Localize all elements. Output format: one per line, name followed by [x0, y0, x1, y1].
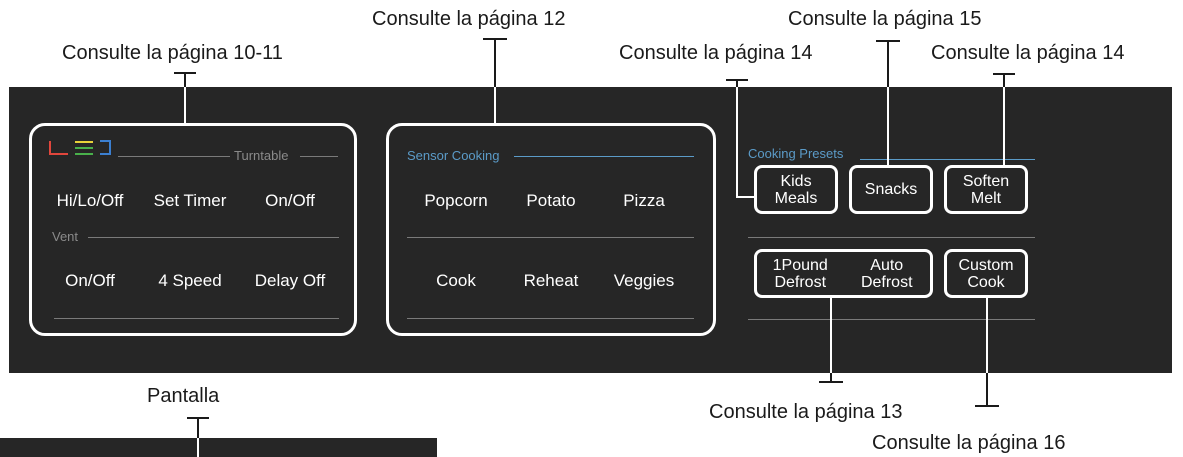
- turntable-label: Turntable: [234, 148, 289, 163]
- callout-pantalla: Pantalla: [147, 385, 220, 407]
- custom-cook-button[interactable]: Custom Cook: [944, 249, 1028, 298]
- sensor-cooking-group: Sensor Cooking Popcorn Potato Pizza Cook…: [386, 123, 716, 336]
- turntable-on-off-button[interactable]: On/Off: [265, 191, 315, 210]
- callout-page-13: Consulte la página 13: [709, 401, 903, 423]
- led-vent-group: Turntable Hi/Lo/Off Set Timer On/Off Ven…: [29, 123, 357, 336]
- callout-page-12: Consulte la página 12: [372, 8, 566, 30]
- auto-defrost-button[interactable]: Auto Defrost: [860, 256, 913, 291]
- led-icon: [49, 140, 111, 155]
- pizza-button[interactable]: Pizza: [623, 191, 665, 210]
- callout-page-16: Consulte la página 16: [872, 432, 1066, 454]
- vent-on-off-button[interactable]: On/Off: [65, 271, 115, 290]
- four-speed-button[interactable]: 4 Speed: [158, 271, 222, 290]
- vent-label: Vent: [52, 229, 79, 244]
- vent-rule: [88, 237, 339, 238]
- cooking-presets-rule: [860, 159, 1035, 160]
- presets-mid-rule: [748, 237, 1035, 238]
- popcorn-button[interactable]: Popcorn: [424, 191, 488, 210]
- delay-off-button[interactable]: Delay Off: [254, 271, 326, 290]
- soften-melt-button[interactable]: Soften Melt: [944, 165, 1028, 214]
- snacks-button[interactable]: Snacks: [849, 165, 933, 214]
- control-panel: Turntable Hi/Lo/Off Set Timer On/Off Ven…: [9, 87, 1172, 373]
- turntable-rule: [300, 156, 338, 157]
- set-timer-button[interactable]: Set Timer: [153, 191, 227, 210]
- callout-page-14-kids: Consulte la página 14: [619, 42, 813, 64]
- led-rule: [118, 156, 230, 157]
- callout-page-15: Consulte la página 15: [788, 8, 982, 30]
- callout-page-10-11: Consulte la página 10-11: [62, 42, 283, 64]
- defrost-button-group: 1Pound Defrost Auto Defrost: [754, 249, 933, 298]
- callout-page-14-soften: Consulte la página 14: [931, 42, 1125, 64]
- sensor-mid-rule: [407, 237, 694, 238]
- veggies-button[interactable]: Veggies: [613, 271, 675, 290]
- sensor-cooking-label: Sensor Cooking: [407, 148, 500, 163]
- cooking-presets-label: Cooking Presets: [748, 146, 844, 161]
- display-screen: [0, 438, 437, 457]
- reheat-button[interactable]: Reheat: [523, 271, 579, 290]
- kids-meals-button[interactable]: Kids Meals: [754, 165, 838, 214]
- led-bottom-rule: [54, 318, 339, 319]
- cook-button[interactable]: Cook: [436, 271, 476, 290]
- potato-button[interactable]: Potato: [526, 191, 576, 210]
- sensor-cooking-rule: [514, 156, 694, 157]
- one-pound-defrost-button[interactable]: 1Pound Defrost: [772, 256, 828, 291]
- presets-bottom-rule: [748, 319, 1035, 320]
- hi-lo-off-button[interactable]: Hi/Lo/Off: [56, 191, 124, 210]
- sensor-bottom-rule: [407, 318, 694, 319]
